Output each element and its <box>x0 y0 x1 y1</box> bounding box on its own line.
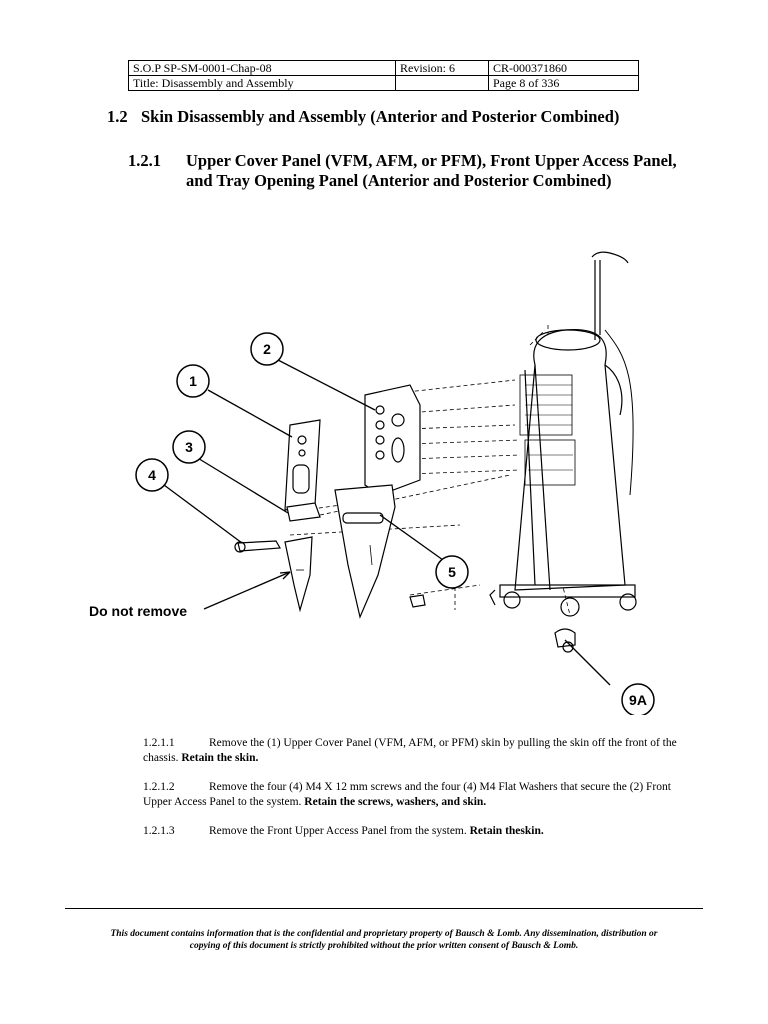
confidentiality-footer: This document contains information that … <box>60 928 708 952</box>
subsection-title: Upper Cover Panel (VFM, AFM, or PFM), Fr… <box>186 151 677 190</box>
callout-4-label: 4 <box>148 467 156 483</box>
sop-number: S.O.P SP-SM-0001-Chap-08 <box>128 60 396 76</box>
document-header: S.O.P SP-SM-0001-Chap-08 Revision: 6 CR-… <box>128 60 639 91</box>
step-1-text: Remove the (1) Upper Cover Panel (VFM, A… <box>143 737 677 764</box>
lower-access-skin <box>334 484 396 619</box>
change-request: CR-000371860 <box>488 60 639 76</box>
callout-9a: 9A <box>621 683 655 715</box>
callout-1-label: 1 <box>189 373 197 389</box>
step-3-emphasis: Retain theskin. <box>469 825 544 837</box>
page-number: Page 8 of 336 <box>488 75 639 91</box>
step-3: 1.2.1.3 Remove the Front Upper Access Pan… <box>143 824 698 839</box>
footer-line-2: copying of this document is strictly pro… <box>189 941 579 951</box>
callout-1: 1 <box>176 364 210 398</box>
callout-3-label: 3 <box>185 439 193 455</box>
step-2-text: Remove the four (4) M4 X 12 mm screws an… <box>143 781 671 808</box>
upper-cover-panel <box>284 419 321 511</box>
callout-4: 4 <box>135 458 169 492</box>
callout-9a-label: 9A <box>629 692 647 708</box>
front-upper-access-panel <box>364 384 421 496</box>
callout-3: 3 <box>172 430 206 464</box>
section-number: 1.2 <box>107 107 128 126</box>
section-heading: 1.2 Skin Disassembly and Assembly (Anteri… <box>107 107 619 127</box>
subsection-number: 1.2.1 <box>128 151 161 170</box>
footer-line-1: This document contains information that … <box>110 929 658 939</box>
do-not-remove-label: Do not remove <box>89 603 187 619</box>
step-3-number: 1.2.1.3 <box>143 825 175 837</box>
step-2-number: 1.2.1.2 <box>143 781 175 793</box>
header-blank-cell <box>395 75 489 91</box>
revision: Revision: 6 <box>395 60 489 76</box>
step-3-text: Remove the Front Upper Access Panel from… <box>209 825 467 837</box>
console-unit <box>489 251 637 617</box>
step-2-emphasis: Retain the screws, washers, and skin. <box>304 796 487 808</box>
caster-wheel <box>554 628 576 653</box>
callout-5-label: 5 <box>448 564 456 580</box>
document-title: Title: Disassembly and Assembly <box>128 75 396 91</box>
callout-2-label: 2 <box>263 341 271 357</box>
tray-opening-panel <box>234 502 321 553</box>
step-1-emphasis: Retain the skin. <box>181 752 259 764</box>
callout-5: 5 <box>435 555 469 589</box>
callout-2: 2 <box>250 332 284 366</box>
leader-lines <box>163 359 611 686</box>
lower-front-skin <box>284 536 313 613</box>
footer-divider <box>65 908 703 909</box>
step-1-number: 1.2.1.1 <box>143 737 175 749</box>
section-title: Skin Disassembly and Assembly (Anterior … <box>141 107 620 126</box>
exploded-view-figure: 1 2 3 4 5 9A Do not remove <box>80 245 720 715</box>
fastener <box>409 594 426 608</box>
